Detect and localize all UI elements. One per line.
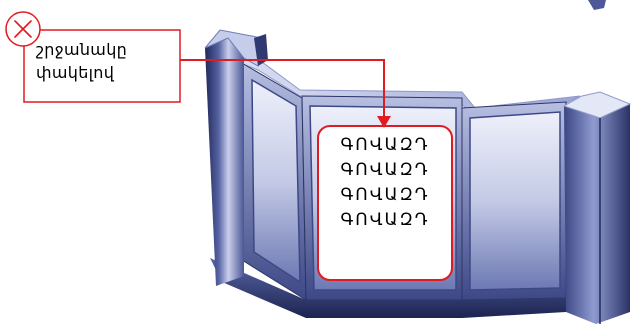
x-circle-icon (5, 11, 41, 47)
ad-line: ԳՈՎԱԶԴ (340, 135, 430, 155)
ad-text-block: ԳՈՎԱԶԴ ԳՈՎԱԶԴ ԳՈՎԱԶԴ ԳՈՎԱԶԴ (320, 133, 450, 233)
callout-line: շրջանակը (36, 40, 128, 59)
callout-box (23, 29, 181, 103)
callout-arrowhead (377, 116, 391, 128)
ad-line: ԳՈՎԱԶԴ (340, 210, 430, 230)
ad-line: ԳՈՎԱԶԴ (340, 185, 430, 205)
callout-line: փակելով (36, 63, 115, 82)
ad-line: ԳՈՎԱԶԴ (340, 160, 430, 180)
callout-connector (180, 59, 385, 120)
callout-label: շրջանակը փակելով (36, 38, 176, 84)
corner-fragment (588, 0, 606, 10)
